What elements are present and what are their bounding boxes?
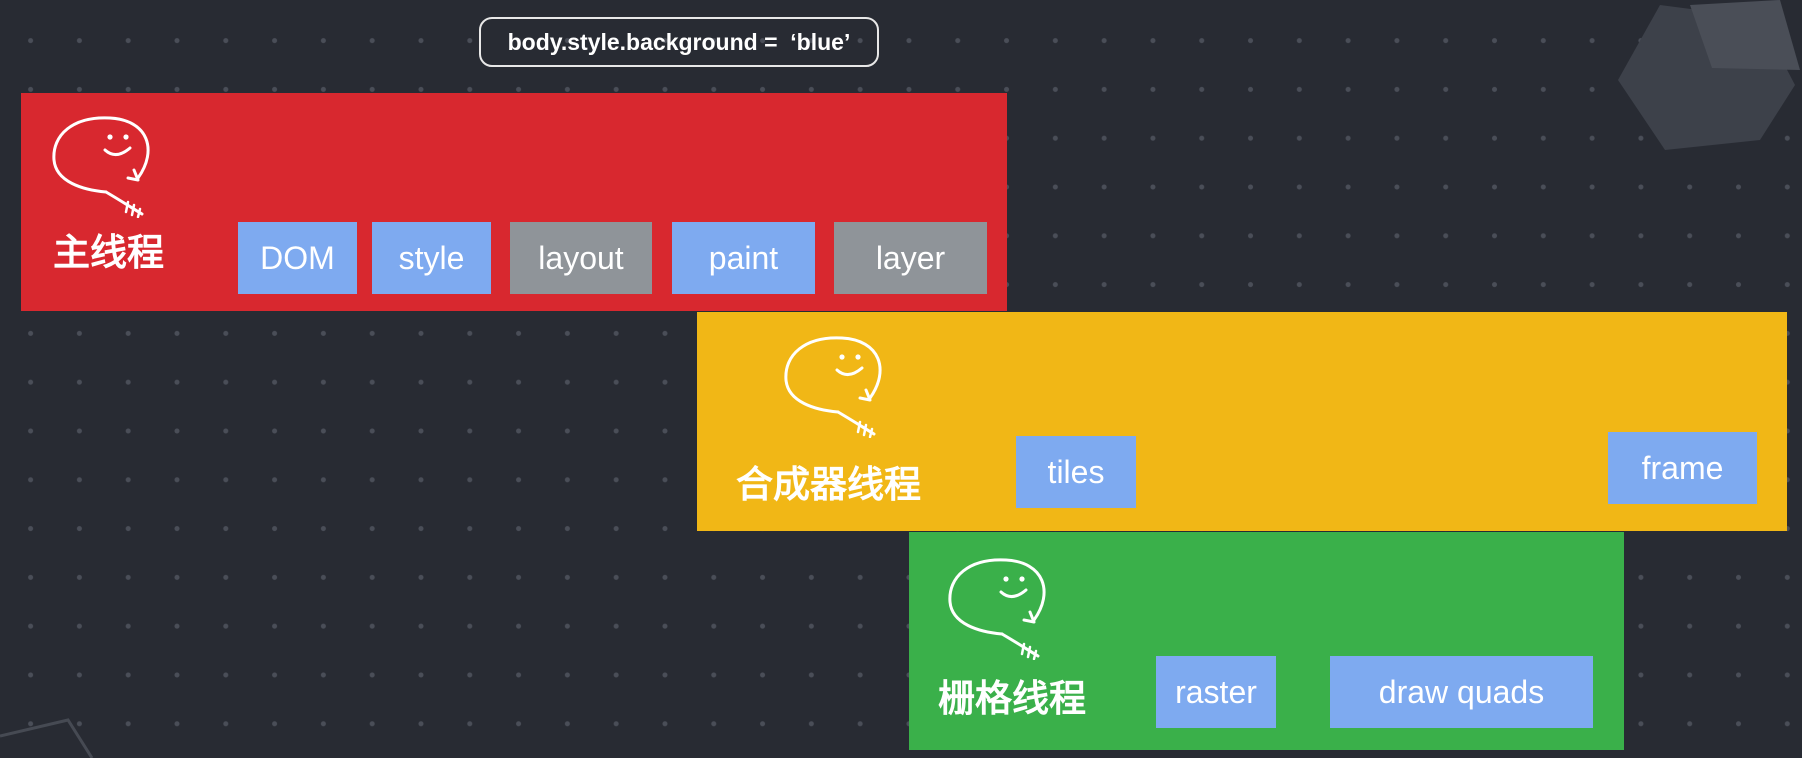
task-tiles: tiles <box>1016 436 1136 508</box>
smiling-blob-icon <box>948 558 1046 660</box>
task-style: style <box>372 222 491 294</box>
task-layout: layout <box>510 222 652 294</box>
smiling-blob-icon <box>784 336 882 438</box>
task-paint: paint <box>672 222 815 294</box>
compositor-thread-panel <box>697 312 1787 531</box>
smiling-blob-icon <box>52 116 150 218</box>
task-frame: frame <box>1608 432 1757 504</box>
task-dom: DOM <box>238 222 357 294</box>
task-draw-quads: draw quads <box>1330 656 1593 728</box>
code-statement-label: body.style.background = ‘blue’ <box>479 17 879 67</box>
task-layer: layer <box>834 222 987 294</box>
task-raster: raster <box>1156 656 1276 728</box>
main-thread-title: 主线程 <box>53 231 164 274</box>
compositor-thread-title: 合成器线程 <box>736 463 921 506</box>
raster-thread-title: 栅格线程 <box>938 677 1086 720</box>
